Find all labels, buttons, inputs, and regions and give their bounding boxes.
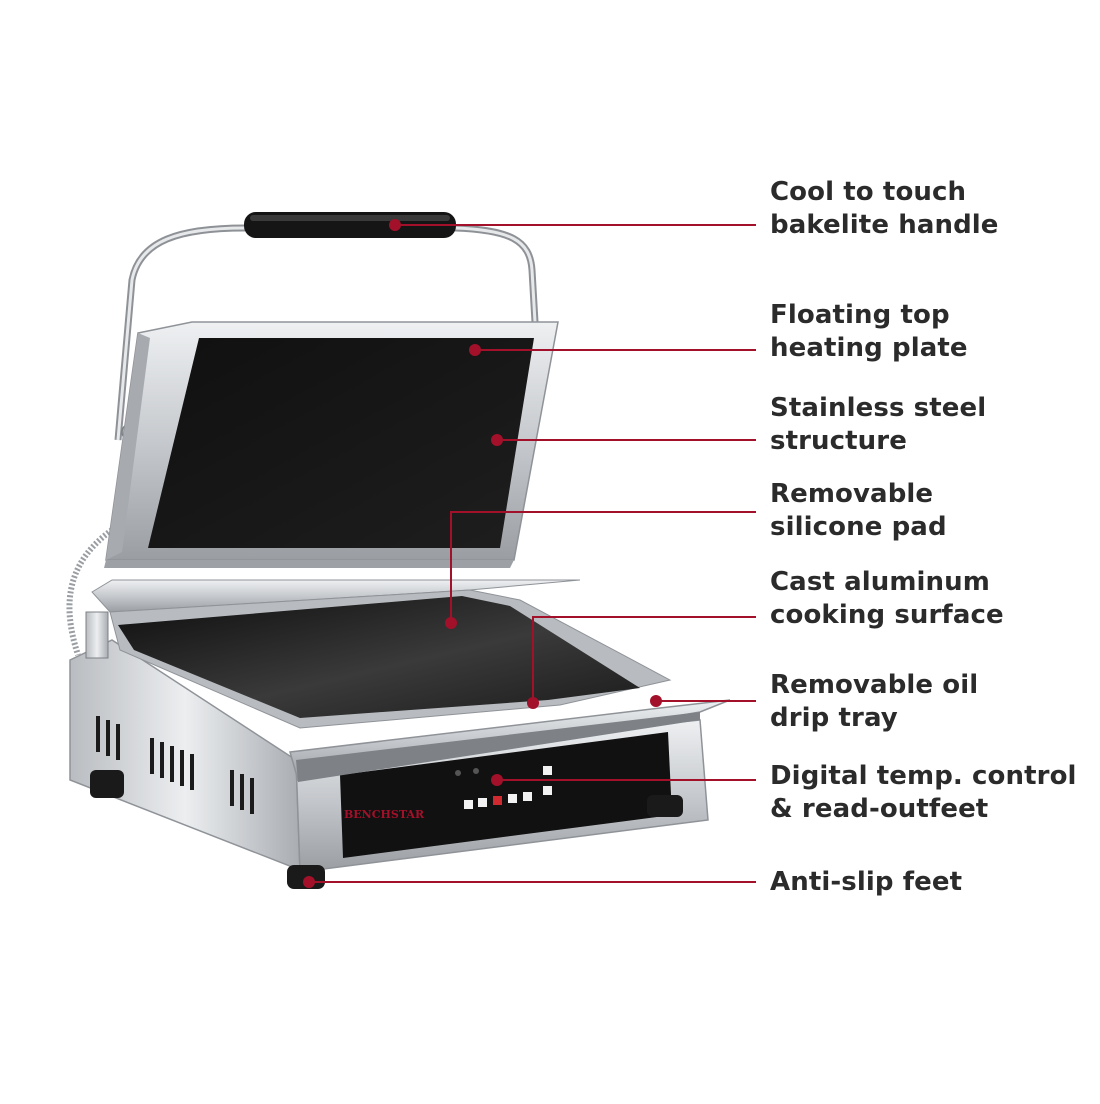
side-vents bbox=[96, 716, 254, 814]
callout-control: Digital temp. control & read-outfeet bbox=[770, 760, 1077, 826]
display-button-top bbox=[543, 766, 552, 775]
callout-line: Anti-slip feet bbox=[770, 867, 963, 897]
callout-handle: Cool to touch bakelite handle bbox=[770, 176, 999, 242]
callout-line: Removable bbox=[770, 479, 934, 509]
callout-line: Cool to touch bbox=[770, 177, 967, 207]
leader-control-dot bbox=[491, 774, 503, 786]
display-button-bottom bbox=[543, 786, 552, 795]
control-button-1 bbox=[464, 800, 473, 809]
callout-line: Cast aluminum bbox=[770, 567, 990, 597]
leader-feet-dot bbox=[303, 876, 315, 888]
leader-surface bbox=[532, 616, 756, 703]
callout-pad: Removable silicone pad bbox=[770, 478, 947, 544]
back-wall bbox=[91, 579, 581, 613]
brand-logo: BENCHSTAR bbox=[344, 808, 425, 821]
callout-line: bakelite handle bbox=[770, 210, 999, 240]
callout-line: structure bbox=[770, 426, 907, 456]
cooking-surface bbox=[109, 589, 672, 729]
callout-line: Digital temp. control bbox=[770, 761, 1077, 791]
callout-line: Floating top bbox=[770, 300, 950, 330]
leader-structure-dot bbox=[491, 434, 503, 446]
power-cable bbox=[66, 527, 114, 656]
callout-line: Stainless steel bbox=[770, 393, 987, 423]
callout-line: & read-outfeet bbox=[770, 794, 989, 824]
callout-line: silicone pad bbox=[770, 512, 947, 542]
leader-surface-dot bbox=[527, 697, 539, 709]
foot-front-right bbox=[647, 795, 683, 817]
callout-line: heating plate bbox=[770, 333, 968, 363]
handle-highlight bbox=[250, 215, 450, 221]
callout-leaders bbox=[303, 219, 756, 888]
callout-line: drip tray bbox=[770, 703, 898, 733]
callout-line: cooking surface bbox=[770, 600, 1004, 630]
rear-hinge bbox=[85, 611, 109, 659]
callout-feet: Anti-slip feet bbox=[770, 866, 962, 899]
callout-surface: Cast aluminum cooking surface bbox=[770, 566, 1004, 632]
leader-handle-dot bbox=[389, 219, 401, 231]
callout-tray: Removable oil drip tray bbox=[770, 669, 978, 735]
minus-button bbox=[523, 792, 532, 801]
callout-structure: Stainless steel structure bbox=[770, 392, 986, 458]
foot-rear-left bbox=[90, 770, 124, 798]
control-buttons bbox=[455, 766, 552, 809]
leader-tray-dot bbox=[650, 695, 662, 707]
drip-tray bbox=[289, 699, 731, 782]
callout-top-plate: Floating top heating plate bbox=[770, 299, 968, 365]
top-lid bbox=[104, 321, 559, 568]
leader-pad-dot bbox=[445, 617, 457, 629]
indicator-light-1 bbox=[455, 770, 461, 776]
leader-pad bbox=[450, 511, 756, 623]
plus-button bbox=[508, 794, 517, 803]
control-button-2 bbox=[478, 798, 487, 807]
indicator-light-2 bbox=[473, 768, 479, 774]
leader-top-plate-dot bbox=[469, 344, 481, 356]
power-button bbox=[493, 796, 502, 805]
callout-line: Removable oil bbox=[770, 670, 979, 700]
